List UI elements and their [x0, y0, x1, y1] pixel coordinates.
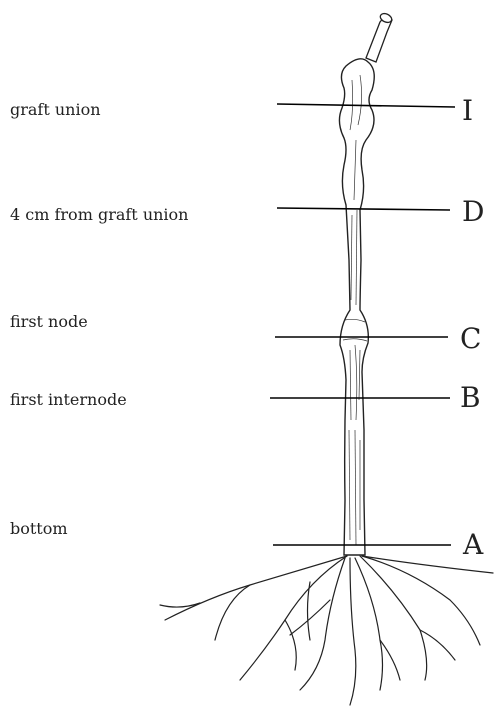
- roots: [160, 556, 493, 705]
- letter-B: B: [460, 383, 481, 413]
- label-first-node: first node: [10, 312, 88, 332]
- label-4cm-from-graft-union: 4 cm from graft union: [10, 205, 188, 225]
- letter-I: I: [462, 96, 473, 126]
- label-graft-union: graft union: [10, 100, 101, 120]
- letter-A: A: [463, 530, 483, 560]
- label-bottom: bottom: [10, 519, 68, 539]
- marker-line-D: [277, 208, 450, 210]
- stem-top-stub: [366, 12, 393, 62]
- label-first-internode: first internode: [10, 390, 127, 410]
- letter-C: C: [460, 324, 481, 354]
- letter-D: D: [462, 197, 484, 227]
- stem: [339, 59, 374, 555]
